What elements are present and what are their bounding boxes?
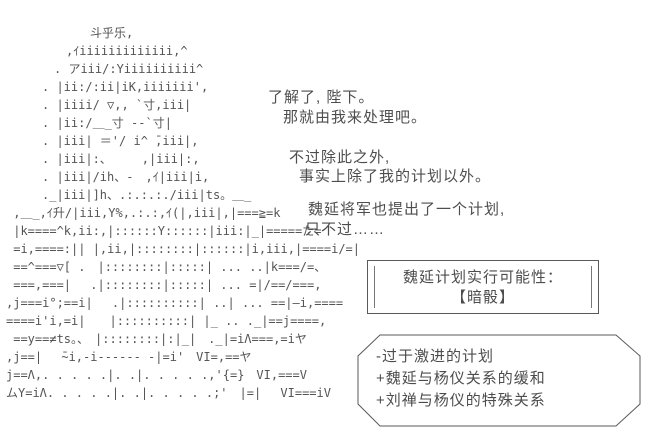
modifier-box-border [357, 334, 641, 427]
ascii-art-character: 斗乎乐, ,ｲiiiiiiiiiiiii,^ . アiii/:Yiiiiiiii… [6, 26, 361, 400]
possibility-box-title: 魏延计划实行可能性： [402, 269, 563, 286]
modifier-box: -过于激进的计划 +魏延与杨仪关系的缓和 +刘禅与杨仪的特殊关系 [354, 332, 646, 432]
dialogue-line-4: 事实上除了我的计划以外。 [299, 168, 492, 185]
dialogue-line-6: 只不过…… [305, 221, 386, 238]
modifier-item-1: -过于激进的计划 [376, 348, 494, 365]
dialogue-line-1: 了解了, 陛下。 [268, 89, 375, 106]
dialogue-line-3: 不过除此之外, [289, 149, 391, 166]
dialogue-line-5: 魏延将军也提出了一个计划, [308, 201, 506, 218]
possibility-box-value: 【暗骰】 [450, 289, 515, 306]
modifier-item-3: +刘禅与杨仪的特殊关系 [376, 392, 546, 409]
possibility-box: 魏延计划实行可能性： 【暗骰】 [367, 260, 599, 314]
dialogue-line-2: 那就由我来处理吧。 [283, 109, 428, 126]
modifier-item-2: +魏延与杨仪关系的缓和 [376, 370, 546, 387]
